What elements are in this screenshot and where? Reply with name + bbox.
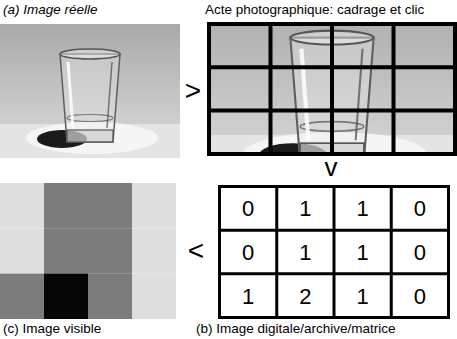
pixel-grey [0,274,44,319]
pixel-light [132,183,176,228]
matrix-value: 2 [281,279,330,315]
real-photo [0,24,180,158]
matrix-value: 1 [338,279,387,315]
real-image-panel: (a) Image réelle [0,24,180,158]
matrix-value: 1 [281,235,330,271]
matrix-line [220,272,449,275]
matrix-border [220,187,449,318]
pixel-grey [88,274,132,319]
panel-caption: (c) Image visible [3,321,101,337]
matrix-value: 0 [395,192,444,228]
grid-border [209,24,455,154]
glass-photo-copy [207,0,457,182]
matrix-value: 0 [224,235,273,271]
matrix-value: 1 [281,192,330,228]
matrix-value: 0 [395,235,444,271]
grid-line [330,24,334,154]
panel-caption: (b) Image digitale/archive/matrice [196,321,396,337]
pixel-grey [44,228,88,273]
glass-photo-copy [0,24,180,158]
pixel-light [0,183,44,228]
matrix-line [390,187,393,318]
pixel-light [0,228,44,273]
framing-grid [209,24,455,154]
pixel-light [132,274,176,319]
flow-chevron: v [316,155,346,179]
matrix-line [220,229,449,232]
grid-line [392,24,396,154]
pixel-grey [88,228,132,273]
pixel-image [0,183,176,319]
panel-caption: Acte photographique: cadrage et clic [205,2,424,18]
pixel-grey [88,183,132,228]
matrix-value: 0 [395,279,444,315]
grid-line [209,65,455,69]
framing-grid-panel: Acte photographique: cadrage et clic [207,22,457,156]
matrix-line [275,187,278,318]
matrix-value: 0 [224,192,273,228]
flow-chevron: > [181,74,205,108]
matrix-line [333,187,336,318]
pixel-grey [44,183,88,228]
flow-chevron: < [184,234,208,268]
visible-image-panel: (c) Image visible [0,183,176,319]
matrix-grid [220,187,449,318]
panel-caption: (a) Image réelle [3,2,98,18]
grid-line [269,24,273,154]
matrix-value: 1 [338,192,387,228]
matrix-value: 1 [224,279,273,315]
pixel-black [44,274,88,319]
matrix-value: 1 [338,235,387,271]
pixel-light [132,228,176,273]
framed-photo [207,0,457,182]
grid-line [209,109,455,113]
